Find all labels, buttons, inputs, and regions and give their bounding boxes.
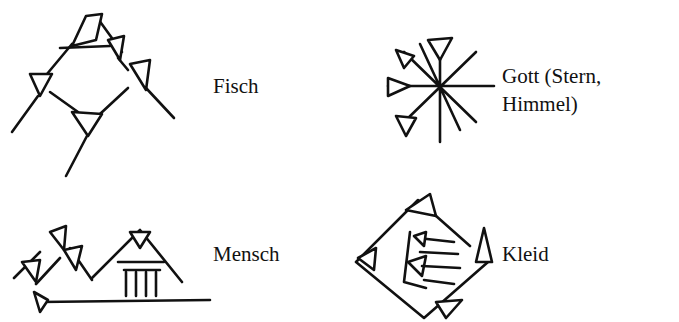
sign-label: Fisch	[213, 72, 333, 100]
fish-sign	[12, 14, 174, 176]
sign-label: Mensch	[213, 240, 333, 268]
sign-label: Gott (Stern, Himmel)	[502, 62, 630, 118]
sign-label: Kleid	[502, 240, 622, 268]
star-sign	[388, 38, 494, 142]
human-sign	[14, 226, 210, 312]
garment-sign	[356, 194, 492, 318]
